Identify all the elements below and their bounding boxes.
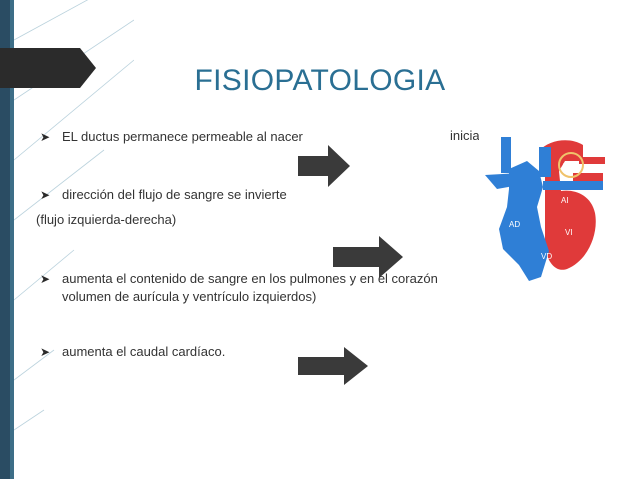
arrow-icon [298, 347, 368, 385]
bullet-item-3: ➤ aumenta el contenido de sangre en los … [40, 270, 480, 308]
bullet-trailing-text: inicia la respiración [450, 128, 480, 143]
decorative-lines [14, 0, 134, 431]
slide-title: FISIOPATOLOGIA [194, 64, 446, 97]
arrow-icon [298, 145, 350, 187]
bullet-text: aumenta el contenido de sangre en los pu… [62, 271, 438, 286]
arrow-icon [333, 236, 403, 278]
bullet-subtext: (flujo izquierda-derecha) [36, 212, 177, 227]
bullet-text: dirección del flujo de sangre se inviert… [62, 187, 287, 202]
label-vd: VD [541, 252, 552, 261]
arrow-bullet-icon: ➤ [40, 345, 51, 359]
label-vi: VI [565, 228, 573, 237]
bullet-text: aumenta el caudal cardíaco. [62, 344, 226, 359]
arrow-bullet-icon: ➤ [40, 272, 51, 286]
bullet-item-4: ➤ aumenta el caudal cardíaco. [40, 343, 300, 363]
title-tab-arrow [0, 48, 96, 88]
left-accent-bar [0, 0, 10, 479]
left-accent-bar-light [10, 0, 14, 479]
heart-diagram: AI AD VI VD [479, 131, 616, 291]
arrow-bullet-icon: ➤ [40, 130, 51, 144]
bullet-item-2: ➤ dirección del flujo de sangre se invie… [40, 186, 340, 206]
bullet-text-line2: volumen de aurícula y ventrículo izquier… [62, 289, 317, 304]
bullet-item-1: ➤ EL ductus permanece permeable al nacer [40, 128, 480, 148]
bullet-text: EL ductus permanece permeable al nacer [62, 129, 303, 144]
label-ad: AD [509, 220, 520, 229]
label-ai: AI [561, 196, 569, 205]
arrow-bullet-icon: ➤ [40, 188, 51, 202]
